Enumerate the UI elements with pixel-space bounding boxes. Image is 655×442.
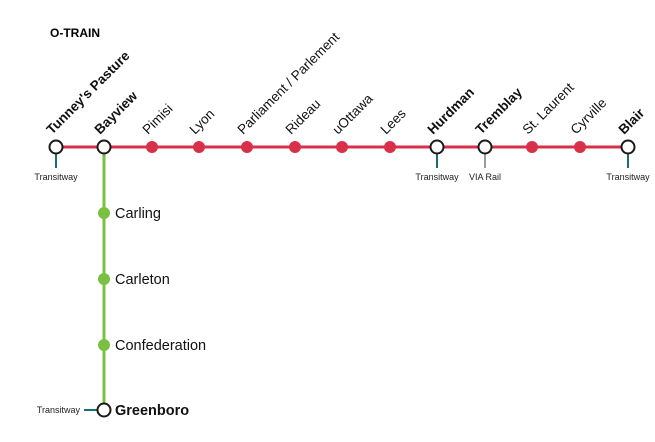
connection-label-tremblay: VIA Rail (469, 172, 501, 182)
station-marker-blair[interactable] (620, 139, 636, 155)
station-marker-lees[interactable] (384, 141, 396, 153)
connection-label-tunney-s-pasture: Transitway (34, 172, 78, 182)
station-label-confederation: Confederation (115, 338, 206, 354)
station-marker-pimisi[interactable] (146, 141, 158, 153)
station-marker-tunney-s-pasture[interactable] (48, 139, 64, 155)
station-label-carling: Carling (115, 206, 161, 222)
station-marker-greenboro[interactable] (96, 402, 112, 418)
station-label-greenboro: Greenboro (115, 403, 189, 419)
station-label-lyon: Lyon (187, 106, 218, 137)
connection-label-hurdman: Transitway (415, 172, 459, 182)
connection-label-blair: Transitway (606, 172, 650, 182)
station-label-uottawa: uOttawa (330, 91, 377, 138)
station-marker-hurdman[interactable] (429, 139, 445, 155)
station-label-cyrville: Cyrville (568, 95, 610, 137)
station-marker-carleton[interactable] (98, 273, 110, 285)
connections-layer (55, 154, 629, 411)
station-label-carleton: Carleton (115, 272, 170, 288)
station-marker-carling[interactable] (98, 207, 110, 219)
station-marker-cyrville[interactable] (574, 141, 586, 153)
station-label-rideau: Rideau (283, 96, 324, 137)
station-marker-lyon[interactable] (193, 141, 205, 153)
map-title: O-TRAIN (50, 26, 100, 40)
station-marker-bayview[interactable] (96, 139, 112, 155)
station-marker-rideau[interactable] (289, 141, 301, 153)
station-marker-parliament-parlement[interactable] (241, 141, 253, 153)
station-label-tunney-s-pasture: Tunney's Pasture (44, 48, 133, 137)
station-label-tremblay: Tremblay (473, 84, 526, 137)
station-label-bayview: Bayview (92, 88, 141, 137)
connection-label-greenboro: Transitway (37, 405, 81, 415)
station-label-pimisi: Pimisi (140, 101, 176, 137)
station-label-blair: Blair (616, 105, 648, 137)
stations-layer (48, 139, 636, 418)
station-label-lees: Lees (378, 106, 409, 137)
station-label-hurdman: Hurdman (425, 85, 478, 138)
station-marker-confederation[interactable] (98, 339, 110, 351)
station-marker-st-laurent[interactable] (526, 141, 538, 153)
station-marker-uottawa[interactable] (336, 141, 348, 153)
station-marker-tremblay[interactable] (477, 139, 493, 155)
